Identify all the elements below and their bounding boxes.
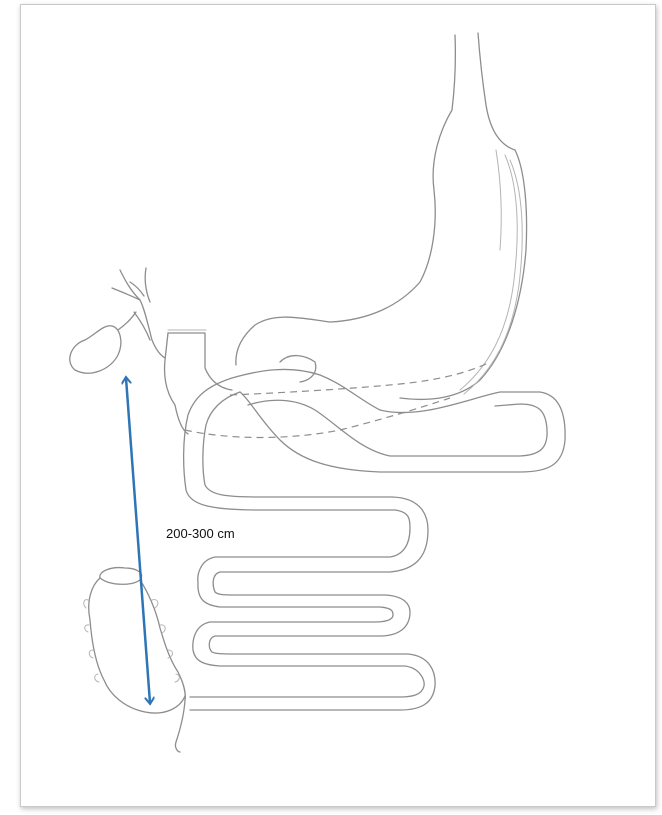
gallbladder-and-bile-ducts xyxy=(70,268,165,373)
small-intestine xyxy=(184,369,565,710)
measurement-arrow xyxy=(126,378,150,703)
colon xyxy=(84,568,185,752)
measurement-label: 200-300 cm xyxy=(166,526,235,541)
